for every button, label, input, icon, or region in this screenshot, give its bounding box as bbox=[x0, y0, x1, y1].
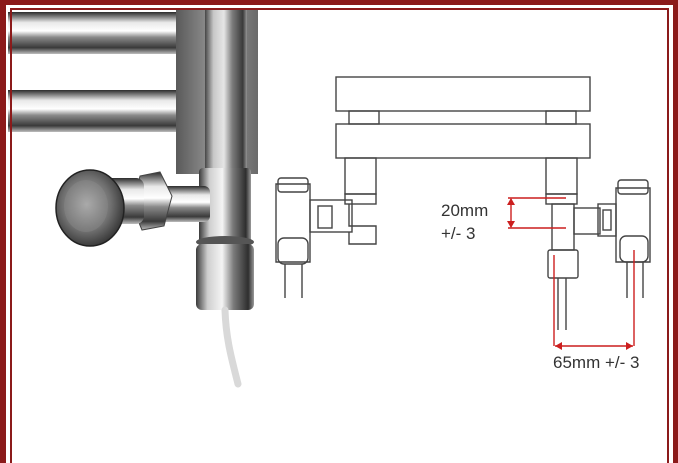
frame-top-inner-line bbox=[12, 8, 669, 10]
right-element-body bbox=[551, 203, 575, 251]
rail-section-top bbox=[335, 76, 591, 112]
frame-top-border bbox=[0, 0, 678, 5]
dimension-label-vertical-tolerance: +/- 3 bbox=[441, 224, 476, 243]
valve-knob-icon bbox=[55, 169, 125, 247]
frame-left-inner-line bbox=[10, 8, 12, 463]
left-valve-knob bbox=[275, 183, 311, 263]
element-collar bbox=[199, 168, 251, 246]
rail-bar-top bbox=[8, 12, 183, 54]
frame-right-inner-line bbox=[667, 8, 669, 463]
heating-element-icon bbox=[196, 244, 254, 310]
frame-right-border bbox=[673, 0, 678, 463]
left-valve-body bbox=[348, 204, 377, 245]
rail-bar-middle bbox=[8, 90, 183, 132]
frame-left-border bbox=[0, 0, 6, 463]
power-cable-icon bbox=[221, 306, 242, 388]
dimension-label-vertical-value: 20mm bbox=[441, 201, 489, 220]
dimension-label-horizontal: 65mm +/- 3 bbox=[553, 353, 640, 372]
right-valve-knob bbox=[615, 187, 651, 263]
rail-section-bottom bbox=[335, 123, 591, 159]
